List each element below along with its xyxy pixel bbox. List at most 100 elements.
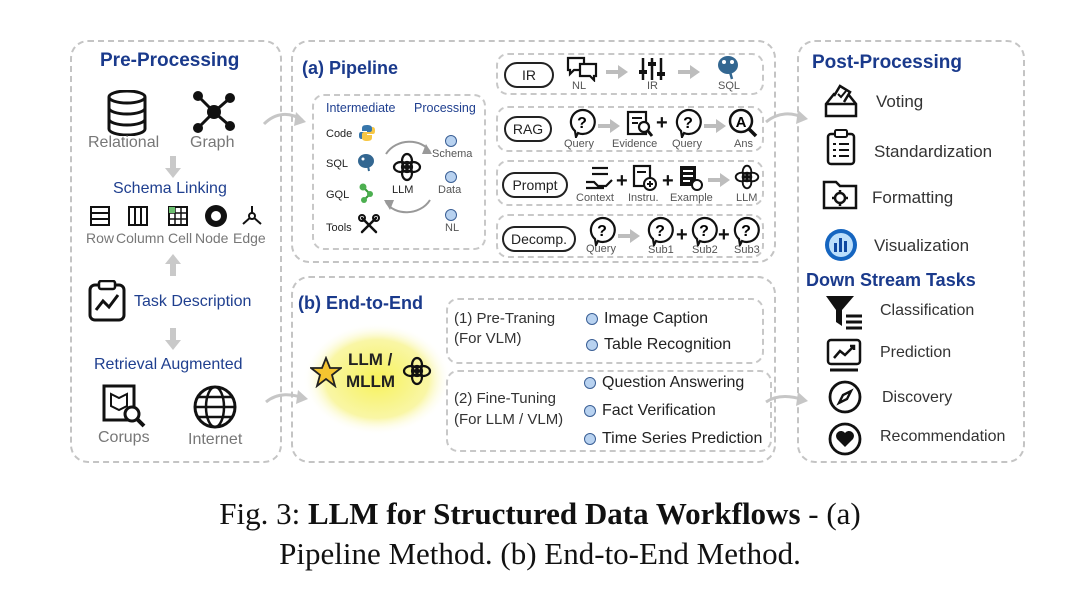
dot: [584, 432, 596, 445]
sub1-icon: ?: [647, 216, 674, 246]
query-icon-1: ?: [569, 108, 596, 138]
finetuning-item-0: Question Answering: [584, 374, 744, 392]
sub2-icon: ?: [691, 216, 718, 246]
ir-row-box: [496, 53, 764, 95]
column-icon: [128, 206, 148, 226]
post-item-2: Formatting: [872, 188, 954, 207]
svg-text:A: A: [736, 114, 747, 131]
decomp-tag: Decomp.: [502, 226, 576, 252]
down-arrow-1: [165, 156, 181, 178]
end-to-end-title: (b) End-to-End: [298, 293, 423, 313]
downstream-item-3: Recommendation: [880, 428, 1006, 445]
decomp-arrow: [618, 229, 640, 243]
decomp-row-l4: Sub3: [734, 244, 760, 256]
neo4j-icon: [359, 183, 373, 203]
svg-text:?: ?: [699, 223, 709, 240]
prompt-row-l4: LLM: [736, 192, 758, 204]
rag-tag: RAG: [504, 116, 552, 142]
up-arrow: [165, 254, 181, 276]
prompt-row-l2: Instru.: [628, 192, 659, 204]
rag-arrow-2: [704, 119, 726, 133]
rag-row-l4: Ans: [734, 138, 753, 150]
ir-tag: IR: [504, 62, 554, 88]
ir-row-l3: SQL: [718, 80, 741, 92]
pre-processing-title: Pre-Processing: [100, 50, 240, 71]
caption-line2: Pipeline Method. (b) End-to-End Method.: [279, 536, 801, 571]
downstream-item-0: Classification: [880, 302, 975, 319]
rag-row-l3: Query: [672, 138, 702, 150]
svg-text:?: ?: [741, 223, 751, 240]
corpus-search-icon: [102, 384, 146, 428]
answer-icon: A: [728, 108, 758, 138]
graph-label: Graph: [190, 134, 235, 151]
data-dot-circle: [445, 170, 457, 183]
finetuning-item-1: Fact Verification: [584, 402, 716, 420]
caption-bold: LLM for Structured Data Workflows: [307, 496, 801, 531]
query-icon-3: ?: [589, 216, 616, 246]
prompt-tag: Prompt: [502, 172, 568, 198]
svg-text:?: ?: [577, 115, 587, 132]
openai-icon-prompt: [734, 164, 760, 190]
sql-label: SQL: [326, 158, 349, 170]
downstream-item-2: Discovery: [882, 389, 953, 406]
rag-row-l1: Query: [564, 138, 594, 150]
compass-icon: [828, 380, 862, 414]
example-icon: [680, 166, 703, 191]
column-label: Column: [116, 230, 165, 246]
node-icon: [205, 205, 227, 227]
finetuning-item-0-label: Question Answering: [602, 374, 745, 391]
intermediate-label: Intermediate: [326, 101, 396, 115]
openai-model-icon: [402, 356, 432, 386]
model-line2: MLLM: [346, 372, 396, 391]
standardization-icon: [826, 129, 856, 166]
decomp-row-l2: Sub1: [648, 244, 674, 256]
end-to-end-panel: [291, 276, 776, 463]
caption-rest: - (a): [800, 496, 861, 531]
downstream-title: Down Stream Tasks: [806, 270, 976, 290]
dot: [586, 312, 598, 325]
cell-label: Cell: [168, 230, 193, 246]
pipeline-to-post-arrow: [765, 110, 808, 124]
openai-llm-icon: [392, 152, 422, 182]
ir-row-l2: IR: [647, 80, 658, 92]
prompt-arrow: [708, 173, 730, 187]
schema-dot-circle: [445, 134, 457, 147]
decomp-row-box: [496, 214, 764, 258]
prediction-icon: [826, 338, 862, 372]
llm-label: LLM: [392, 184, 414, 196]
ir-row-l1: NL: [572, 80, 587, 92]
svg-text:?: ?: [597, 223, 607, 240]
voting-icon: [824, 84, 858, 118]
prompt-row-box: [496, 160, 764, 206]
context-icon: [586, 166, 613, 190]
downstream-item-1: Prediction: [880, 344, 952, 361]
pretraining-item-0: Image Caption: [586, 310, 708, 328]
nl-dot-circle: [445, 208, 457, 221]
pretraining-box: [446, 298, 764, 364]
relational-label: Relational: [88, 134, 160, 151]
post-item-3: Visualization: [874, 236, 970, 255]
decomp-plus-1: +: [676, 224, 688, 246]
star-icon: [310, 356, 342, 388]
sliders-icon: [639, 58, 665, 80]
row-icon: [90, 206, 110, 226]
tools-label: Tools: [326, 222, 352, 234]
figure-caption: Fig. 3: LLM for Structured Data Workflow…: [0, 494, 1080, 574]
globe-icon: [193, 385, 237, 429]
nl-label: NL: [445, 222, 460, 234]
model-halo: [303, 323, 451, 435]
intermediate-box: [312, 94, 486, 250]
pre-to-e2e-arrow: [265, 390, 308, 404]
nl-dot: [445, 206, 463, 224]
pretraining-item-1-label: Table Recognition: [604, 336, 732, 353]
schema-linking-label: Schema Linking: [113, 180, 227, 197]
prompt-row-l3: Example: [670, 192, 713, 204]
pipeline-title: (a) Pipeline: [302, 58, 399, 78]
row-label: Row: [86, 230, 115, 246]
python-icon: [359, 125, 375, 141]
gql-label: GQL: [326, 189, 350, 201]
finetuning-l2: (For LLM / VLM): [454, 411, 564, 428]
rag-plus: +: [656, 112, 668, 134]
post-item-0: Voting: [876, 92, 924, 111]
query-icon-2: ?: [675, 108, 702, 138]
